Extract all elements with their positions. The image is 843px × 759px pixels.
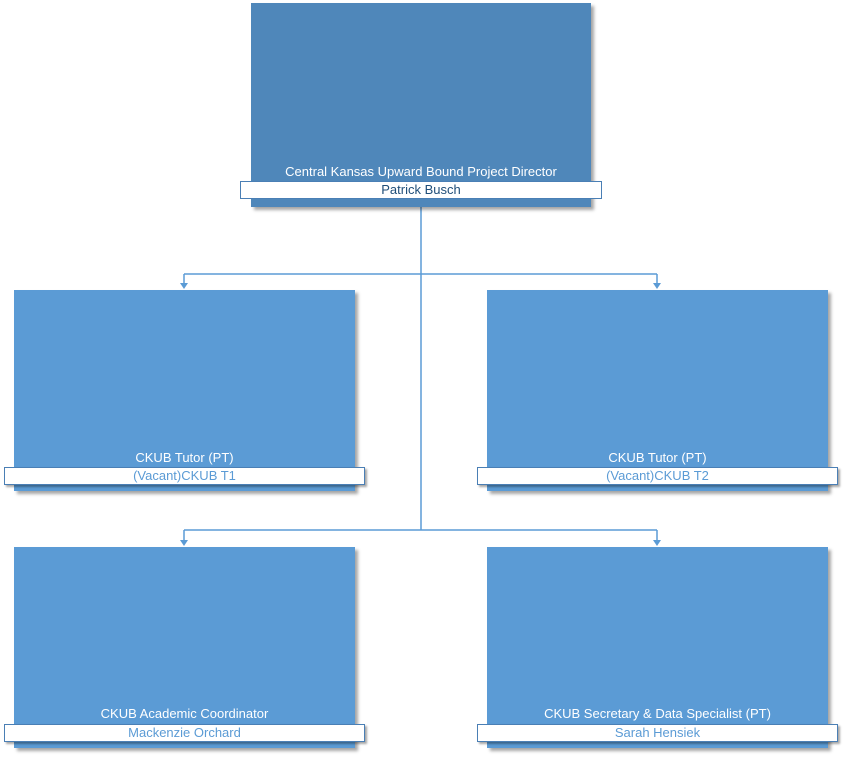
tutor-1-name: (Vacant)CKUB T1 <box>4 467 365 485</box>
tutor-1-title: CKUB Tutor (PT) <box>135 450 234 465</box>
arrow-coordinator <box>180 540 188 546</box>
tutor-2-name: (Vacant)CKUB T2 <box>477 467 838 485</box>
director-title: Central Kansas Upward Bound Project Dire… <box>285 164 557 179</box>
tutor-1-box[interactable]: CKUB Tutor (PT) <box>14 290 355 491</box>
secretary-name: Sarah Hensiek <box>477 724 838 742</box>
arrow-tutor-2 <box>653 283 661 289</box>
tutor-2-title: CKUB Tutor (PT) <box>608 450 707 465</box>
tutor-2-box[interactable]: CKUB Tutor (PT) <box>487 290 828 491</box>
director-box[interactable]: Central Kansas Upward Bound Project Dire… <box>251 3 591 207</box>
director-name: Patrick Busch <box>240 181 602 199</box>
academic-coordinator-name: Mackenzie Orchard <box>4 724 365 742</box>
academic-coordinator-title: CKUB Academic Coordinator <box>100 706 269 721</box>
secretary-title: CKUB Secretary & Data Specialist (PT) <box>544 706 771 721</box>
arrow-tutor-1 <box>180 283 188 289</box>
secretary-box[interactable]: CKUB Secretary & Data Specialist (PT) <box>487 547 828 748</box>
academic-coordinator-box[interactable]: CKUB Academic Coordinator <box>14 547 355 748</box>
arrow-secretary <box>653 540 661 546</box>
